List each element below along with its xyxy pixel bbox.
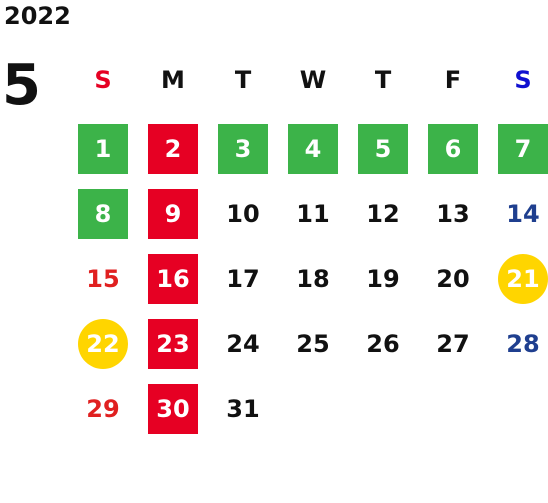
day-number: 15: [86, 265, 120, 293]
day-cell: 28: [488, 319, 548, 384]
day-number: 11: [296, 200, 330, 228]
day-cell: 4: [278, 124, 348, 189]
day-number: 4: [288, 124, 338, 174]
year-label: 2022: [4, 2, 71, 30]
day-cell: 3: [208, 124, 278, 189]
day-number: 13: [436, 200, 470, 228]
day-number: 23: [148, 319, 198, 369]
weekday-tuesday: T: [234, 66, 252, 94]
day-cell: 13: [418, 189, 488, 254]
day-cell: 25: [278, 319, 348, 384]
day-cell: 29: [68, 384, 138, 449]
day-cell: 30: [138, 384, 208, 449]
day-number: 14: [506, 200, 540, 228]
day-number: 20: [436, 265, 470, 293]
day-number: 31: [226, 395, 260, 423]
day-number: 12: [366, 200, 400, 228]
day-number: 8: [78, 189, 128, 239]
day-number: 19: [366, 265, 400, 293]
weekday-wednesday: W: [299, 66, 327, 94]
day-number: 26: [366, 330, 400, 358]
day-cell: 21: [488, 254, 548, 319]
weekday-thursday: T: [374, 66, 392, 94]
day-cell: 27: [418, 319, 488, 384]
day-cell: 6: [418, 124, 488, 189]
day-cell: 12: [348, 189, 418, 254]
day-number: 3: [218, 124, 268, 174]
day-cell: 23: [138, 319, 208, 384]
day-cell: 7: [488, 124, 548, 189]
day-cell: 9: [138, 189, 208, 254]
day-number: 28: [506, 330, 540, 358]
day-number: 7: [498, 124, 548, 174]
weekday-header: S M T W T F S: [68, 62, 544, 98]
day-number: 27: [436, 330, 470, 358]
day-cell: 19: [348, 254, 418, 319]
day-cell: 20: [418, 254, 488, 319]
day-cell: 31: [208, 384, 278, 449]
day-cell: 22: [68, 319, 138, 384]
day-number: 2: [148, 124, 198, 174]
day-number: 22: [78, 319, 128, 369]
weekday-monday: M: [161, 66, 185, 94]
day-cell: 5: [348, 124, 418, 189]
day-number: 30: [148, 384, 198, 434]
weekday-friday: F: [444, 66, 462, 94]
day-number: 24: [226, 330, 260, 358]
day-cell: 15: [68, 254, 138, 319]
day-number: 29: [86, 395, 120, 423]
day-number: 21: [498, 254, 548, 304]
day-cell: 18: [278, 254, 348, 319]
day-cell: 16: [138, 254, 208, 319]
day-cell: 8: [68, 189, 138, 254]
day-number: 17: [226, 265, 260, 293]
day-number: 25: [296, 330, 330, 358]
day-cell: 26: [348, 319, 418, 384]
day-cell: 14: [488, 189, 548, 254]
day-number: 10: [226, 200, 260, 228]
day-number: 6: [428, 124, 478, 174]
weekday-sunday: S: [94, 66, 112, 94]
day-number: 18: [296, 265, 330, 293]
day-cell: 11: [278, 189, 348, 254]
day-cell: 17: [208, 254, 278, 319]
day-cell: 10: [208, 189, 278, 254]
day-cell: 24: [208, 319, 278, 384]
month-number: 5: [2, 53, 41, 118]
day-cell: 1: [68, 124, 138, 189]
day-number: 16: [148, 254, 198, 304]
weekday-saturday: S: [514, 66, 532, 94]
day-number: 1: [78, 124, 128, 174]
day-number: 9: [148, 189, 198, 239]
day-cell: 2: [138, 124, 208, 189]
day-number: 5: [358, 124, 408, 174]
